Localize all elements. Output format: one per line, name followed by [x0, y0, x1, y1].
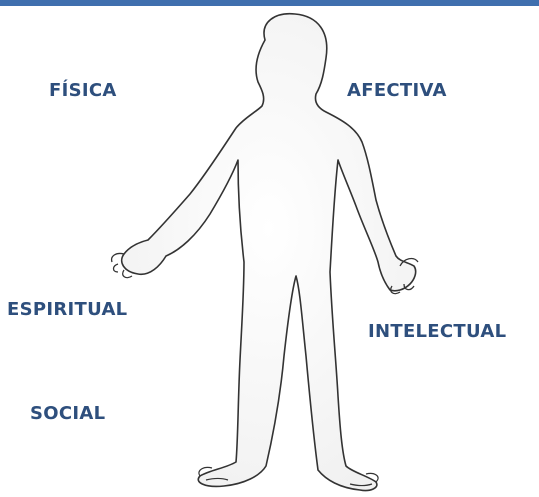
label-espiritual: ESPIRITUAL	[7, 299, 127, 320]
label-fisica: FÍSICA	[49, 80, 117, 101]
label-afectiva: AFECTIVA	[347, 80, 447, 101]
label-social: SOCIAL	[30, 403, 105, 424]
label-intelectual: INTELECTUAL	[368, 321, 506, 342]
